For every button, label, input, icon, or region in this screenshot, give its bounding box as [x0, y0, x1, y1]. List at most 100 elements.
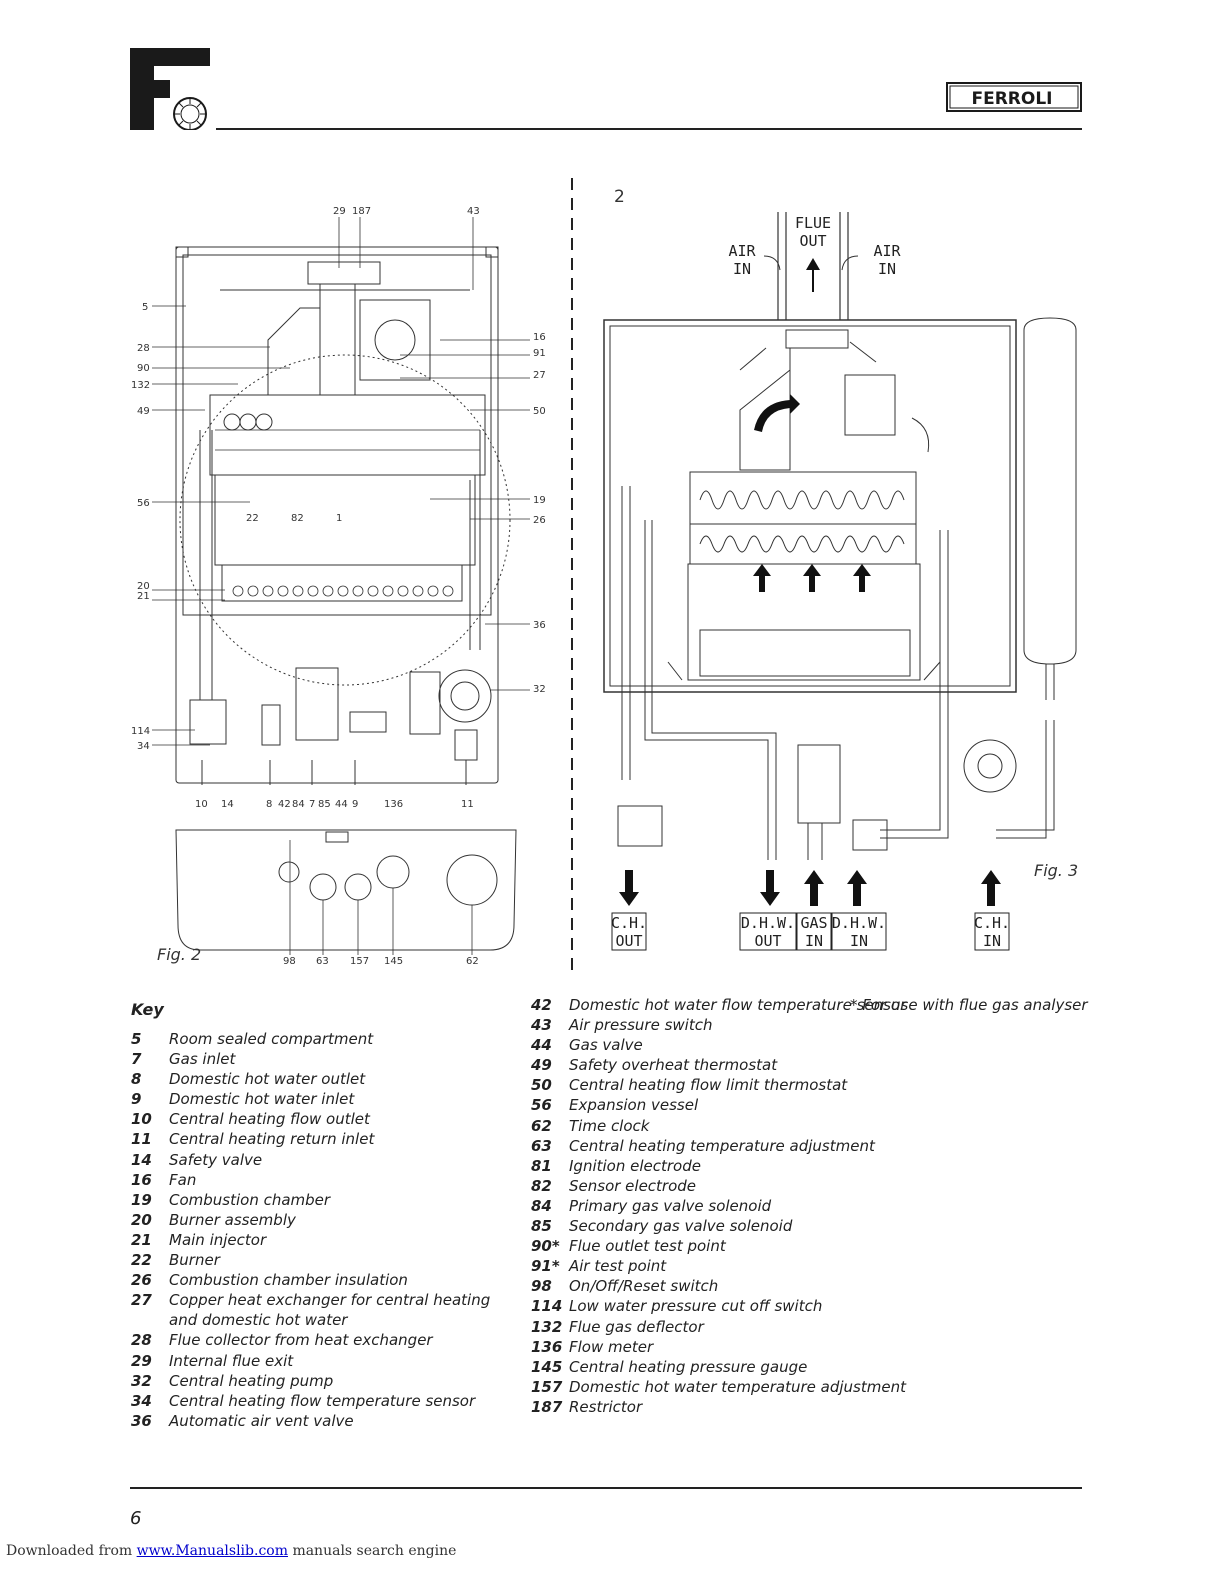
brand-name: FERROLI — [971, 89, 1052, 109]
key-item-number: 10 — [131, 1110, 152, 1129]
gas-in-label-line2: IN — [805, 932, 823, 950]
callout-19: 19 — [533, 495, 546, 506]
manualslib-link[interactable]: www.Manualslib.com — [136, 1543, 288, 1559]
callout-16: 16 — [533, 332, 546, 343]
key-item-label: Time clock — [569, 1116, 650, 1135]
key-item-label: Fan — [169, 1170, 197, 1189]
key-item-label: Automatic air vent valve — [169, 1411, 354, 1430]
key-item-number: 42 — [531, 996, 552, 1014]
key-item-number: 14 — [131, 1150, 152, 1169]
key-item-number: 56 — [531, 1096, 552, 1115]
key-item-label: Domestic hot water temperature adjustmen… — [569, 1377, 906, 1396]
fig3-number: 2 — [614, 187, 625, 207]
key-item-number: 20 — [131, 1210, 152, 1229]
key-item-label: Expansion vessel — [569, 1096, 699, 1115]
gas-in-arrow-icon — [804, 870, 824, 906]
fig3-caption: Fig. 3 — [1034, 861, 1078, 880]
key-item-label: Burner — [169, 1251, 220, 1270]
dhw-in-arrow-icon — [847, 870, 867, 906]
key-item-number: 16 — [131, 1170, 152, 1189]
key-item: 36 Automatic air vent valve — [131, 1411, 511, 1431]
ch-in-arrow-icon — [981, 870, 1001, 906]
key-item-label: Combustion chamber — [169, 1190, 331, 1209]
fig3-flow-diagram — [603, 212, 1077, 860]
dhw-temperature-knob — [344, 873, 372, 901]
key-item-label: Sensor electrode — [569, 1176, 697, 1195]
callout-43: 43 — [467, 206, 480, 217]
key-item: 91*Air test point — [531, 1256, 911, 1276]
key-item: 16 Fan — [131, 1170, 511, 1190]
key-item-number: 132 — [531, 1317, 563, 1336]
ferroli-wordmark: FERROLI — [946, 82, 1082, 112]
key-item-label: Flue outlet test point — [569, 1237, 726, 1256]
key-item: 10 Central heating flow outlet — [131, 1109, 511, 1129]
up-arrow-icon — [853, 564, 871, 592]
download-prefix: Downloaded from — [6, 1543, 133, 1559]
key-item: 22 Burner — [131, 1250, 511, 1270]
dhw-in-label-line1: D.H.W. — [832, 914, 886, 932]
time-clock — [446, 854, 498, 906]
key-item-number: 22 — [131, 1251, 152, 1270]
ch-temperature-knob — [309, 873, 337, 901]
callout-187: 187 — [352, 206, 371, 217]
key-item-number: 9 — [131, 1090, 142, 1109]
callout-29: 29 — [333, 206, 346, 217]
air-in-right-label-line2: IN — [878, 260, 896, 278]
callout-1: 1 — [336, 513, 342, 524]
key-item-label: Main injector — [169, 1230, 267, 1249]
key-item-number: 5 — [131, 1030, 142, 1048]
key-item-number: 44 — [531, 1036, 552, 1055]
ch-out-arrow-icon — [619, 870, 639, 906]
key-item-number: 19 — [131, 1190, 152, 1209]
callout-145: 145 — [384, 956, 403, 967]
callout-42: 42 — [278, 799, 291, 810]
callout-62: 62 — [466, 956, 479, 967]
key-item-label: Domestic hot water outlet — [169, 1070, 366, 1089]
callout-20: 20 — [137, 581, 150, 592]
callout-98: 98 — [283, 956, 296, 967]
download-suffix: manuals search engine — [292, 1543, 457, 1559]
key-item-label: Central heating flow outlet — [169, 1110, 370, 1129]
key-item-label: Flue gas deflector — [569, 1317, 704, 1336]
key-item-number: 90* — [531, 1237, 560, 1256]
flue-out-label-line2: OUT — [799, 232, 826, 250]
key-item-label: Central heating pump — [169, 1371, 334, 1390]
fig2-caption: Fig. 2 — [157, 945, 201, 964]
callout-26: 26 — [533, 515, 546, 526]
fig3-flow-arrows — [619, 258, 1001, 906]
circulation-arrow-icon — [754, 394, 800, 432]
air-in-right-label-line1: AIR — [873, 242, 901, 260]
ch-in-label-line2: IN — [983, 932, 1001, 950]
key-item: 43 Air pressure switch — [531, 1015, 911, 1035]
key-item-label: Air pressure switch — [569, 1016, 713, 1035]
callout-136: 136 — [384, 799, 403, 810]
key-item-label: Central heating flow limit thermostat — [569, 1076, 848, 1095]
key-item-number: 43 — [531, 1016, 552, 1035]
callout-82: 82 — [291, 513, 304, 524]
key-item-label: Air test point — [569, 1257, 667, 1276]
download-note: Downloaded from www.Manualslib.com manua… — [6, 1543, 456, 1559]
on-off-reset-switch — [278, 861, 300, 883]
key-item-number: 82 — [531, 1176, 552, 1195]
key-item-label: Internal flue exit — [169, 1351, 294, 1370]
key-item-label: On/Off/Reset switch — [569, 1277, 719, 1296]
up-arrow-icon — [753, 564, 771, 592]
key-item-number: 36 — [131, 1411, 152, 1430]
callout-85: 85 — [318, 799, 331, 810]
callout-28: 28 — [137, 343, 150, 354]
key-item-label: Central heating pressure gauge — [569, 1357, 808, 1376]
